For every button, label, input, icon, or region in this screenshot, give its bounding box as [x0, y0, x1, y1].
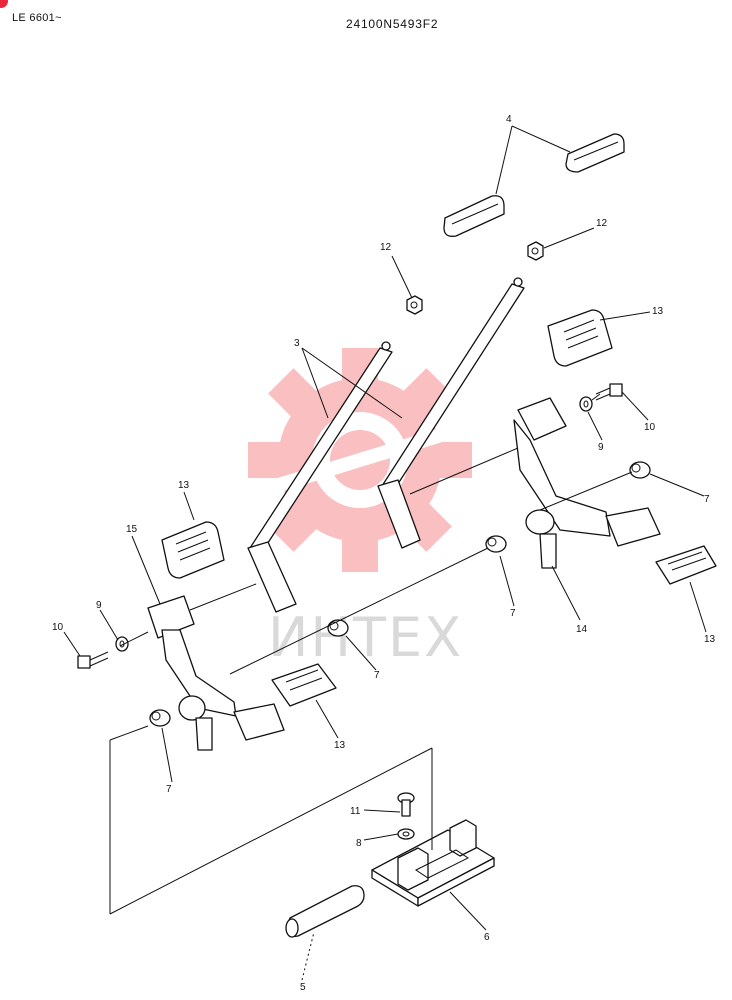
label-13d: 13	[334, 740, 346, 751]
watermark-text: ИНТЕХ	[268, 606, 463, 669]
bushing-7c	[327, 619, 349, 637]
bushing-7b	[485, 535, 507, 553]
part-labels: 4 12 12 13 3 10 9 7 13 15 14 13 9 10 7 7…	[52, 114, 716, 993]
label-15: 15	[126, 524, 138, 535]
label-9a: 9	[598, 442, 604, 453]
label-7c: 7	[374, 670, 380, 681]
nut-12a	[406, 295, 423, 315]
drawing-code-label: 24100N5493F2	[346, 17, 439, 31]
washer-9a	[579, 396, 593, 412]
label-12a: 12	[380, 242, 392, 253]
bushing-7a	[629, 461, 651, 479]
brake-pedal-right-14	[513, 397, 661, 569]
pedal-pad-13c	[655, 545, 717, 585]
label-5: 5	[300, 982, 306, 993]
pedal-rod-3a	[247, 341, 393, 613]
pedal-pad-13b	[161, 521, 225, 579]
label-6: 6	[484, 932, 490, 943]
label-4: 4	[506, 114, 512, 125]
shaft-5	[285, 885, 365, 938]
label-11: 11	[350, 806, 361, 817]
label-12b: 12	[596, 218, 608, 229]
pedal-rod-3b	[377, 277, 525, 549]
label-13c: 13	[704, 634, 716, 645]
bracket-6	[371, 819, 495, 907]
brake-pedal-left-15	[147, 595, 285, 751]
bolt-10a	[595, 383, 623, 401]
pedal-pad-rubber-4a	[443, 195, 505, 237]
washer-9b	[115, 636, 129, 652]
label-14: 14	[576, 624, 588, 635]
leader-lines	[63, 125, 707, 981]
pedal-pad-13a	[547, 309, 613, 367]
label-7b: 7	[510, 608, 516, 619]
label-9b: 9	[96, 600, 102, 611]
pedal-pad-rubber-4b	[565, 133, 625, 173]
bolt-small-11	[397, 792, 415, 817]
label-8: 8	[356, 838, 362, 849]
washer-small-8	[397, 828, 415, 840]
label-7a: 7	[704, 494, 710, 505]
label-13a: 13	[652, 306, 664, 317]
label-7d: 7	[166, 784, 172, 795]
nut-12b	[527, 241, 544, 261]
label-10b: 10	[52, 622, 64, 633]
label-13b: 13	[178, 480, 190, 491]
label-10a: 10	[644, 422, 656, 433]
label-3: 3	[294, 338, 300, 349]
bolt-10b	[77, 651, 109, 669]
corner-badge	[0, 0, 8, 8]
model-range-label: LE 6601~	[12, 12, 62, 24]
bushing-7d	[149, 709, 171, 727]
pedal-pad-13d	[271, 663, 337, 707]
